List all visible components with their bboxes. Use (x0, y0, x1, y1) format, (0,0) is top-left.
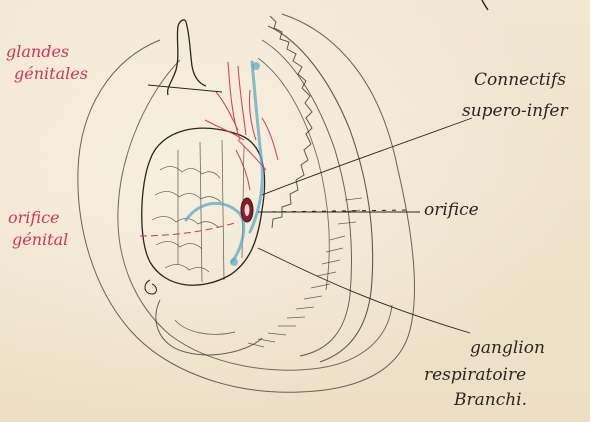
orifice-label-text: orifice (424, 200, 479, 220)
ganglion-label-line3: Branchi. (454, 392, 545, 409)
glandes-leader (148, 85, 222, 92)
connectifs-label: Connectifs supero-infer (474, 72, 568, 120)
shell-inner-2 (268, 26, 373, 362)
connectifs-label-line1: Connectifs (474, 72, 568, 89)
stray-ink-mark (482, 0, 488, 10)
ink-leaders (258, 118, 472, 333)
blue-spot-bottom (230, 258, 238, 266)
siphon-left (168, 26, 178, 95)
siphon-right (186, 22, 206, 86)
blue-wash (186, 62, 262, 262)
gill-hatching (248, 198, 362, 347)
shell-wavy-edge (270, 16, 312, 228)
glandes-label-line1: glandes (6, 44, 88, 60)
ganglion-label: ganglion respiratoire Branchi. (470, 340, 545, 409)
shell-inner-3 (262, 40, 351, 356)
ganglion-label-line1: ganglion (470, 340, 545, 357)
genital-orifice-inner (245, 204, 250, 216)
gland-loop (145, 280, 157, 294)
connectifs-label-line2: supero-infer (462, 103, 568, 120)
gland-cells (152, 140, 244, 282)
orifice-genital-label-line2: génital (12, 232, 68, 248)
orifice-genital-label: orifice génital (8, 210, 68, 248)
glandes-label-line2: génitales (14, 66, 88, 82)
blue-spot-top (252, 62, 260, 70)
foot-outline (156, 300, 262, 355)
siphon-tip (178, 20, 186, 26)
orifice-label: orifice (424, 202, 479, 219)
glandes-label: glandes génitales (6, 44, 88, 82)
foot-outline-2 (175, 320, 235, 334)
ganglion-label-line2: respiratoire (424, 367, 545, 384)
red-vessels (205, 62, 278, 190)
orifice-genital-label-line1: orifice (8, 210, 68, 226)
